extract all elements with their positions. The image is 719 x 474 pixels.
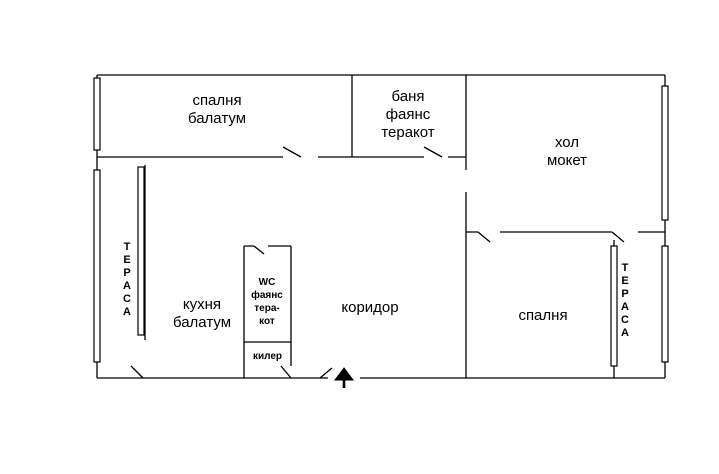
- door-swing: [280, 365, 292, 379]
- wall-type: фаянс: [251, 290, 283, 301]
- room-name: коридор: [341, 299, 399, 316]
- room-name: кухня: [182, 296, 222, 313]
- floor-type: балатум: [172, 314, 232, 331]
- door-swing: [130, 365, 144, 379]
- room-name: хол: [554, 134, 580, 151]
- room-label-wc: WC фаянс тера- кот: [246, 276, 288, 328]
- room-label-pantry: килер: [244, 350, 291, 363]
- room-name: спалня: [192, 92, 242, 109]
- entrance-arrow-icon: [334, 367, 354, 388]
- window: [93, 169, 101, 363]
- door-swing: [319, 367, 333, 379]
- room-label-bathroom: баня фаянс теракот: [364, 88, 452, 142]
- terrace-text: ТЕРАСА: [121, 241, 133, 319]
- window: [661, 245, 669, 363]
- floor-type: мокет: [546, 152, 588, 169]
- window: [610, 245, 618, 367]
- room-label-bedroom-top: спалня балатум: [181, 92, 253, 128]
- floor-type: балатум: [187, 110, 247, 127]
- room-name: WC: [258, 277, 276, 288]
- wall-wc: [243, 245, 292, 378]
- door-swing: [253, 245, 265, 255]
- door-swing: [282, 146, 302, 158]
- window: [137, 166, 145, 336]
- door-swing: [477, 231, 491, 243]
- window: [661, 85, 669, 221]
- floor-type: кот: [259, 316, 275, 327]
- window: [93, 77, 101, 151]
- room-label-corridor: коридор: [326, 299, 414, 317]
- door-swing: [611, 231, 625, 243]
- room-name: баня: [391, 88, 425, 105]
- wall-type: фаянс: [385, 106, 431, 123]
- terrace-text: ТЕРАСА: [619, 262, 631, 340]
- room-label-terrace-left: ТЕРАСА: [119, 241, 133, 319]
- room-label-terrace-right: ТЕРАСА: [617, 262, 631, 340]
- room-name: спалня: [518, 307, 568, 324]
- room-label-kitchen: кухня балатум: [162, 296, 242, 332]
- floor-type: тера-: [254, 303, 280, 314]
- room-label-bedroom-right: спалня: [505, 307, 581, 325]
- room-label-hall: хол мокет: [536, 134, 598, 170]
- floor-type: теракот: [381, 124, 435, 141]
- room-name: килер: [252, 351, 283, 362]
- door-swing: [423, 146, 443, 158]
